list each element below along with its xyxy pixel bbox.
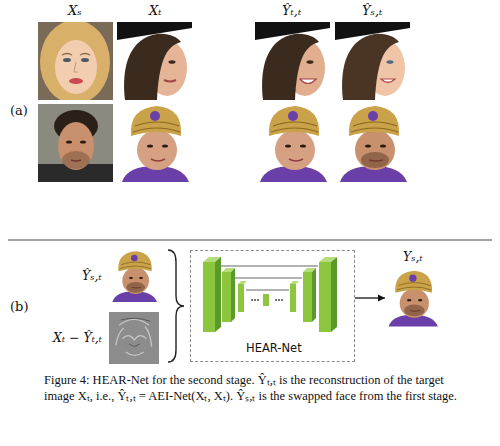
column-header: Ŷₜ,ₜ xyxy=(282,4,301,18)
network-box: HEAR-Net xyxy=(190,250,355,362)
column-header: Xₛ xyxy=(68,4,82,18)
panel-label: (b) xyxy=(10,300,28,314)
image-label: Xₜ − Ŷₜ,ₜ xyxy=(53,331,102,345)
network-name: HEAR-Net xyxy=(246,342,302,355)
image-label: Yₛ,ₜ xyxy=(403,250,423,264)
image-box: Xₜ − Ŷₜ,ₜ xyxy=(108,312,160,364)
image-box: Yₛ,ₜ xyxy=(385,268,440,328)
image-box: Ŷₛ,ₜ xyxy=(108,250,160,302)
arrow-connector xyxy=(355,295,385,302)
arrow-head xyxy=(378,295,385,302)
column-header: Xₜ xyxy=(149,4,161,18)
column-header: Ŷₛ,ₜ xyxy=(362,4,382,18)
panel-label: (a) xyxy=(10,104,28,118)
image-label: Ŷₛ,ₜ xyxy=(82,269,102,283)
figure-caption: Figure 4: HEAR-Net for the second stage.… xyxy=(44,372,458,405)
